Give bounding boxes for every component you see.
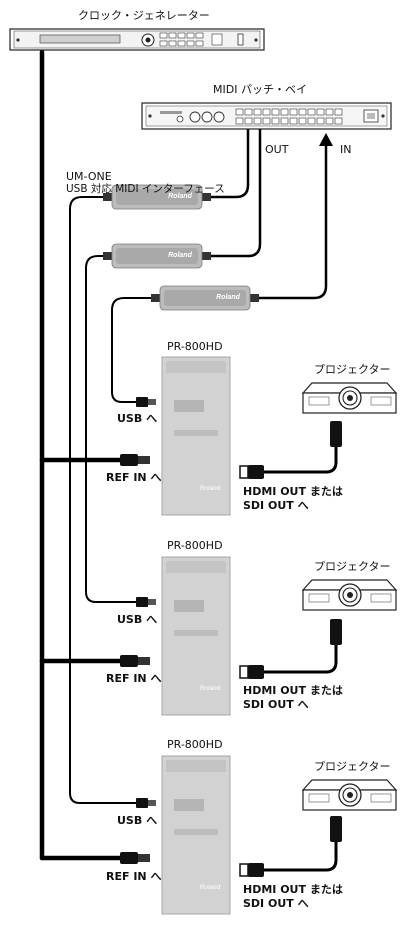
midi-in-arrowhead [319, 133, 333, 146]
clock-generator-label: クロック・ジェネレーター [78, 9, 210, 22]
hdmi-connector-unit-2 [239, 619, 342, 679]
midi-in-cable [250, 140, 328, 300]
pc-name-unit-3: PR-800HD [167, 738, 223, 751]
midi-patch-bay-label: MIDI パッチ・ベイ [213, 83, 307, 96]
usb-label-unit-1: USB へ [117, 412, 158, 425]
pr-800hd-unit-3: Roland [161, 755, 231, 915]
clock-generator [9, 28, 265, 51]
pr-800hd-unit-1: Roland [161, 356, 231, 516]
um-one-2-brand: Roland [168, 252, 192, 259]
hdmi-label-unit-2-line-1: HDMI OUT または [243, 684, 343, 697]
pr-800hd-unit-2: Roland [161, 556, 231, 716]
projector-unit-2 [301, 579, 398, 611]
hdmi-connector-unit-3 [239, 816, 342, 877]
usb-connector-unit-1 [136, 397, 156, 407]
pc-name-unit-1: PR-800HD [167, 340, 223, 353]
hdmi-label-unit-1-line-2: SDI OUT へ [243, 499, 309, 512]
um-one-name-label: UM-ONE [66, 170, 112, 183]
ref-label-unit-2: REF IN へ [106, 672, 162, 685]
ref-label-unit-1: REF IN へ [106, 471, 162, 484]
ref-connector-unit-3 [120, 852, 150, 864]
hdmi-cable-unit-3 [260, 838, 338, 872]
um-one-desc-label: USB 対応 MIDI インターフェース [66, 183, 225, 195]
patch-bay-port-grid [235, 108, 343, 125]
um-one-interface-2: Roland [103, 243, 211, 269]
midi-patch-bay [141, 102, 392, 130]
um-one-interface-1: Roland [103, 184, 211, 210]
midi-out-cable-1 [201, 122, 250, 199]
hdmi-label-unit-1-line-1: HDMI OUT または [243, 485, 343, 498]
projector-unit-3 [301, 779, 398, 811]
hdmi-label-unit-3-line-2: SDI OUT へ [243, 897, 309, 910]
midi-out-cable-2 [201, 122, 262, 258]
projector-label-unit-3: プロジェクター [314, 760, 391, 773]
projector-label-unit-1: プロジェクター [314, 363, 391, 376]
usb-cable-unit-1 [111, 297, 161, 403]
usb-connector-unit-3 [136, 798, 156, 808]
projector-label-unit-2: プロジェクター [314, 560, 391, 573]
um-one-interface-3: Roland [151, 285, 259, 311]
ref-connector-unit-1 [120, 454, 150, 466]
cables [39, 49, 338, 872]
hdmi-connector-unit-1 [239, 421, 342, 479]
usb-cable-unit-2 [85, 255, 137, 603]
projector-unit-1 [301, 382, 398, 414]
pc-name-unit-2: PR-800HD [167, 539, 223, 552]
hdmi-label-unit-3-line-1: HDMI OUT または [243, 883, 343, 896]
ref-connector-unit-2 [120, 655, 150, 667]
usb-connector-unit-2 [136, 597, 156, 607]
usb-label-unit-3: USB へ [117, 814, 158, 827]
hdmi-label-unit-2-line-2: SDI OUT へ [243, 698, 309, 711]
midi-out-label: OUT [265, 143, 289, 156]
hdmi-cable-unit-1 [260, 443, 338, 474]
midi-in-label: IN [340, 143, 352, 156]
um-one-3-brand: Roland [216, 294, 240, 301]
ref-label-unit-3: REF IN へ [106, 870, 162, 883]
usb-label-unit-2: USB へ [117, 613, 158, 626]
pc-2-brand: Roland [200, 685, 221, 692]
usb-cable-unit-3 [69, 196, 137, 804]
um-one-1-brand: Roland [168, 193, 192, 200]
pc-1-brand: Roland [200, 485, 221, 492]
hdmi-cable-unit-2 [260, 641, 338, 674]
pc-3-brand: Roland [200, 884, 221, 891]
